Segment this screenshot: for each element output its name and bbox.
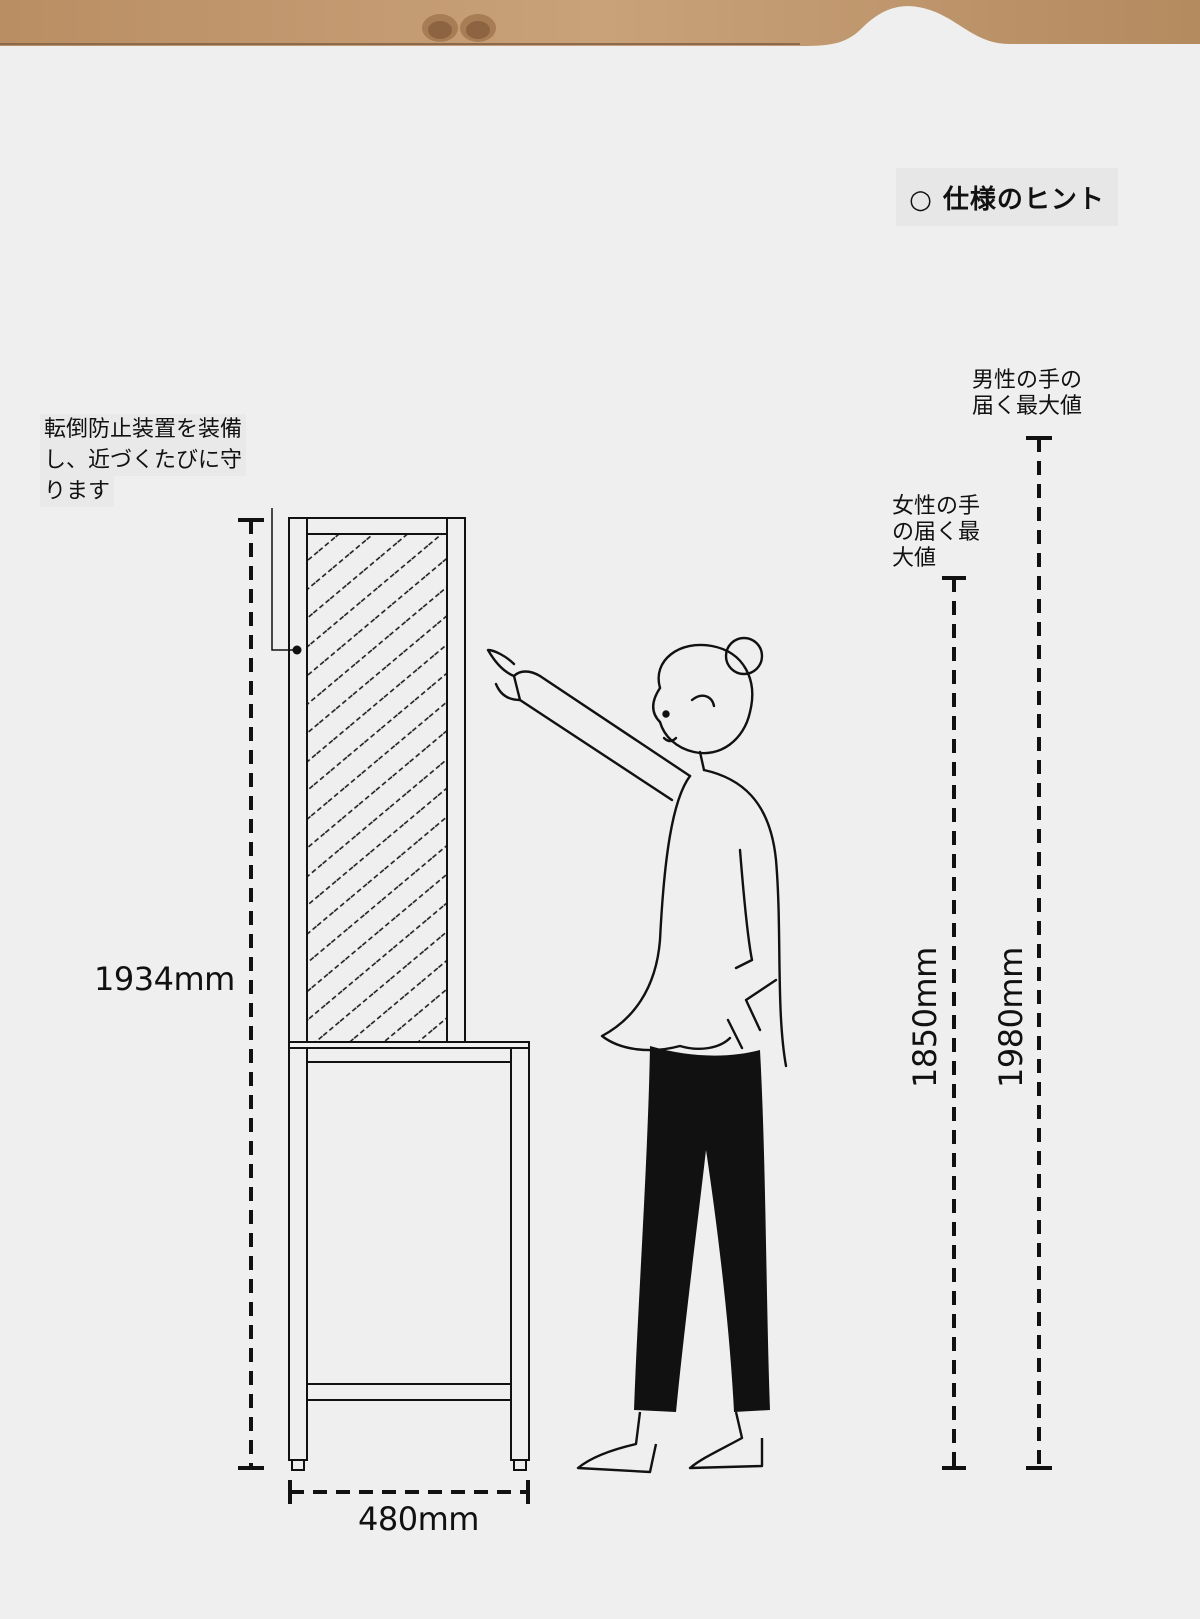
width-dimension-label: 480mm bbox=[358, 1500, 479, 1538]
height-dimension-line bbox=[238, 518, 264, 1470]
anti-tip-note-line-3: ります bbox=[40, 476, 115, 507]
top-photo-strip bbox=[0, 0, 1200, 46]
female-reach-dimension-line bbox=[942, 576, 966, 1470]
anti-tip-note-line-1: 転倒防止装置を装備 bbox=[40, 414, 247, 445]
spec-hint-title: ○ 仕様のヒント bbox=[896, 168, 1118, 226]
width-dimension-line bbox=[288, 1480, 530, 1504]
spec-hint-title-text: ○ 仕様のヒント bbox=[909, 184, 1105, 215]
woman-figure-icon bbox=[486, 636, 788, 1068]
feet-icon bbox=[576, 1411, 764, 1474]
female-reach-note-line-2: の届く最 bbox=[892, 520, 981, 545]
height-dimension-label: 1934mm bbox=[94, 960, 235, 998]
female-reach-note-line-1: 女性の手 bbox=[892, 494, 981, 519]
anti-tip-note-line-2: し、近づくたびに守 bbox=[40, 445, 247, 476]
male-reach-dimension-line bbox=[1026, 436, 1052, 1470]
male-reach-note: 男性の手の 届く最大値 bbox=[972, 368, 1082, 420]
anti-tip-device-dot bbox=[292, 645, 302, 655]
pants-icon bbox=[634, 1046, 770, 1412]
male-reach-dimension-label: 1980mm bbox=[992, 947, 1030, 1088]
shoes-icon bbox=[422, 14, 496, 42]
male-reach-note-line-1: 男性の手の bbox=[972, 368, 1083, 393]
shelf-unit bbox=[288, 517, 530, 1471]
male-reach-note-line-2: 届く最大値 bbox=[972, 394, 1083, 419]
female-reach-note-line-3: 大値 bbox=[892, 546, 937, 571]
female-reach-dimension-label: 1850mm bbox=[906, 947, 944, 1088]
anti-tip-note: 転倒防止装置を装備 し、近づくたびに守 ります bbox=[40, 414, 247, 507]
female-reach-note: 女性の手 の届く最 大値 bbox=[892, 494, 980, 572]
anti-tip-leader bbox=[271, 508, 296, 651]
